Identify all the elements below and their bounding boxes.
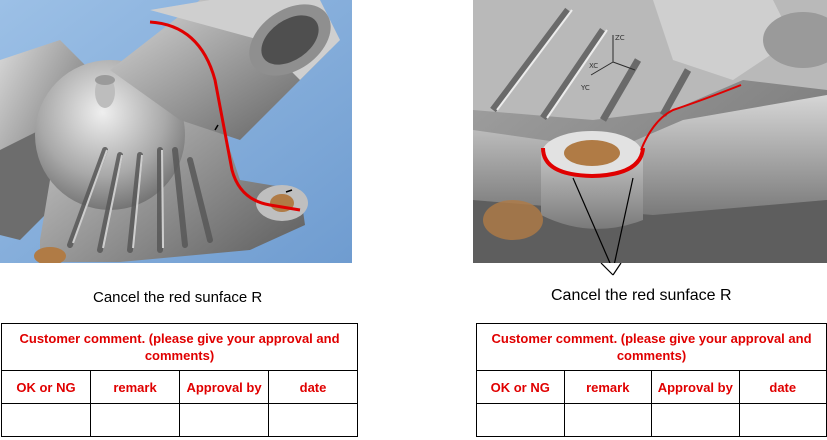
- header-ok-ng: OK or NG: [476, 370, 565, 404]
- cad-image-left: [0, 0, 352, 263]
- approval-table-right: Customer comment. (please give your appr…: [476, 323, 827, 437]
- table-title: Customer comment. (please give your appr…: [1, 323, 358, 371]
- cell-ok-ng[interactable]: [1, 403, 91, 437]
- cad-image-right: ZC XC YC: [473, 0, 827, 263]
- header-approval-by: Approval by: [651, 370, 740, 404]
- cell-date[interactable]: [268, 403, 358, 437]
- header-date: date: [738, 370, 827, 404]
- casting-render-right: ZC XC YC: [473, 0, 827, 263]
- header-ok-ng: OK or NG: [1, 370, 91, 404]
- table-title: Customer comment. (please give your appr…: [476, 323, 827, 371]
- callout-arrows: [600, 263, 622, 276]
- caption-right: Cancel the red sunface R: [551, 287, 732, 304]
- cell-remark[interactable]: [90, 403, 180, 437]
- axis-label-zc: ZC: [615, 34, 625, 42]
- axis-label-xc: XC: [589, 62, 598, 70]
- header-remark: remark: [90, 370, 180, 404]
- cell-approval-by[interactable]: [179, 403, 269, 437]
- axis-label-yc: YC: [580, 84, 590, 92]
- cell-approval-by[interactable]: [651, 403, 740, 437]
- header-remark: remark: [563, 370, 652, 404]
- approval-table-left: Customer comment. (please give your appr…: [1, 323, 358, 437]
- caption-left: Cancel the red sunface R: [93, 289, 263, 306]
- header-date: date: [268, 370, 358, 404]
- cell-remark[interactable]: [563, 403, 652, 437]
- header-approval-by: Approval by: [179, 370, 269, 404]
- cell-date[interactable]: [738, 403, 827, 437]
- cell-ok-ng[interactable]: [476, 403, 565, 437]
- casting-render-left: [0, 0, 352, 263]
